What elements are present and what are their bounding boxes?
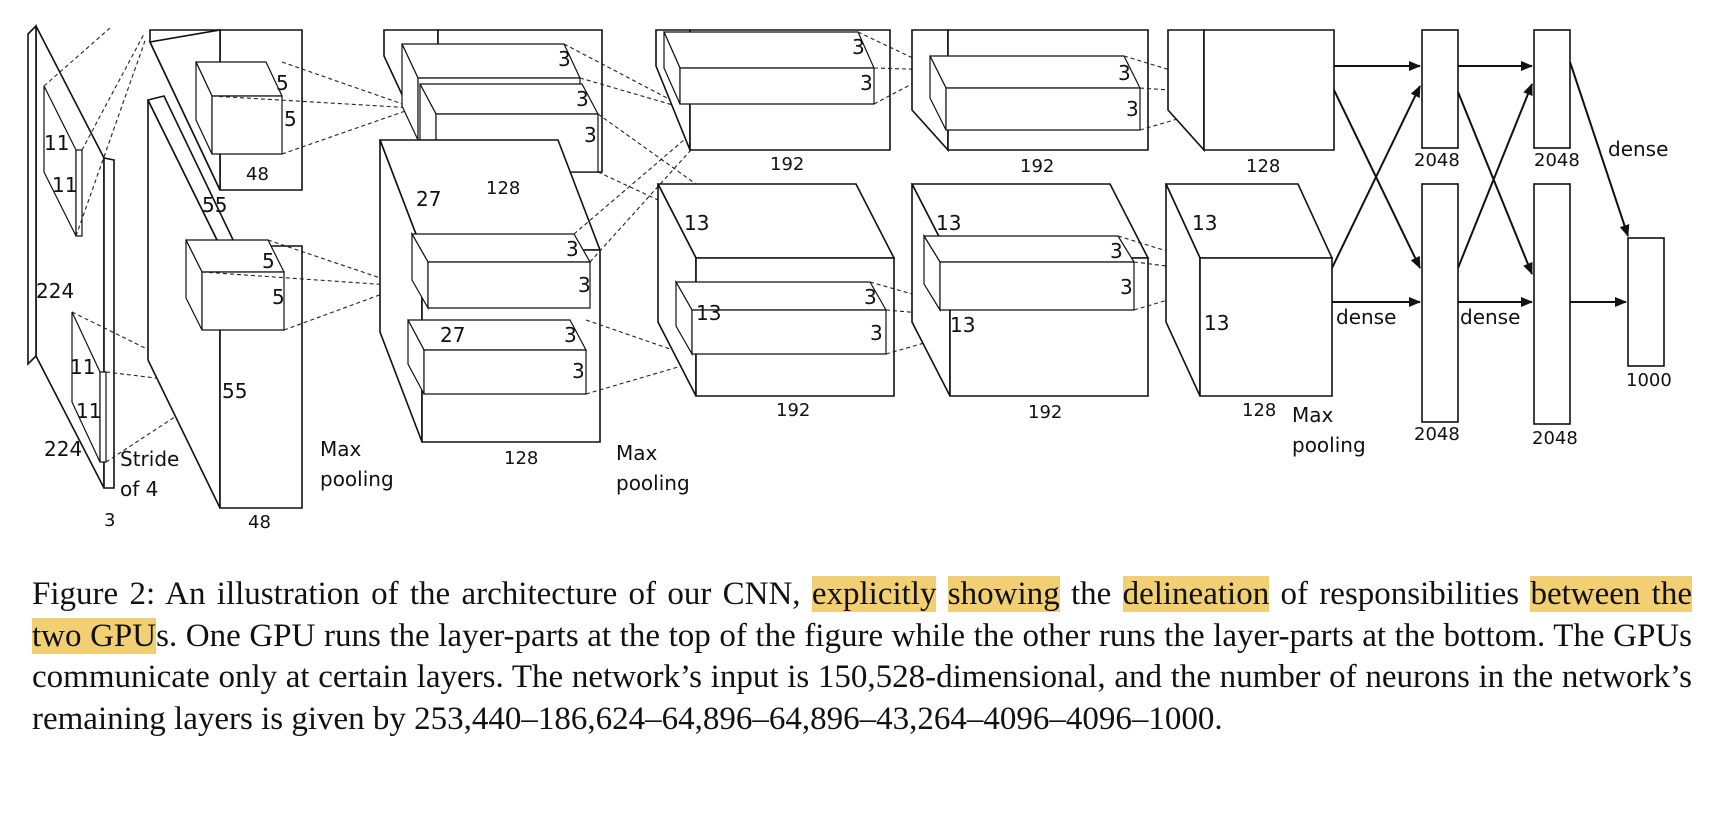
fc6-bottom-label: 2048 xyxy=(1414,424,1460,445)
conv2-bottom-depth: 128 xyxy=(504,448,538,469)
input-depth-label: 3 xyxy=(104,510,115,531)
input-kernel2-h-label: 11 xyxy=(70,355,95,379)
conv3-k1: 3 xyxy=(852,35,865,59)
caption-text-1: An illustration of the architecture of o… xyxy=(165,576,812,612)
fc6-bottom-block xyxy=(1421,183,1459,423)
fc7-bottom-label: 2048 xyxy=(1532,428,1578,449)
conv1-layer xyxy=(146,29,303,509)
conv1-top-kernel-b: 5 xyxy=(284,107,297,131)
conv2-layer xyxy=(378,29,603,443)
caption-text-5: s. One GPU runs the layer-parts at the t… xyxy=(32,617,1692,737)
conv5-top-depth: 128 xyxy=(1246,156,1280,177)
conv4-top-depth: 192 xyxy=(1020,156,1054,177)
conv2-k3: 3 xyxy=(584,123,597,147)
conv1-top-depth: 48 xyxy=(246,164,269,185)
conv5-layer xyxy=(1164,29,1335,397)
caption-text-4: of responsibilities xyxy=(1269,576,1531,612)
conv2-k1: 3 xyxy=(558,47,571,71)
conv1-bottom-kernel-a: 5 xyxy=(262,249,275,273)
input-kernel-h-label: 11 xyxy=(44,131,69,155)
conv5-bottom-depth: 128 xyxy=(1242,400,1276,421)
highlight-showing: showing xyxy=(947,576,1060,612)
pool3-label-line2: pooling xyxy=(1292,433,1366,457)
fc7-top-block xyxy=(1533,29,1571,149)
highlight-delineation: delineation xyxy=(1122,576,1270,612)
input-kernel2-w-label: 11 xyxy=(76,399,101,423)
conv1-top-kernel-a: 5 xyxy=(276,71,289,95)
pool1-label-line1: Max xyxy=(320,437,362,461)
dense-label-2: dense xyxy=(1460,305,1520,329)
conv2-size-bottom: 27 xyxy=(440,323,465,347)
input-kernel-w-label: 11 xyxy=(52,173,77,197)
conv3-size-bottom: 13 xyxy=(696,301,721,325)
conv5-size-top: 13 xyxy=(1192,211,1217,235)
conv3-top-depth: 192 xyxy=(770,154,804,175)
conv2-k6: 3 xyxy=(564,323,577,347)
conv3-k4: 3 xyxy=(870,321,883,345)
conv3-size-top: 13 xyxy=(684,211,709,235)
fc7-bottom-block xyxy=(1533,183,1571,425)
fc6-top-label: 2048 xyxy=(1414,150,1460,171)
conv2-k5: 3 xyxy=(578,273,591,297)
pool2-label-line1: Max xyxy=(616,441,658,465)
caption-text-3: the xyxy=(1059,576,1123,612)
conv3-k3: 3 xyxy=(864,285,877,309)
conv4-k2: 3 xyxy=(1126,97,1139,121)
pool3-label-line1: Max xyxy=(1292,403,1334,427)
output-block xyxy=(1627,237,1665,367)
conv1-bottom-depth: 48 xyxy=(248,512,271,533)
conv3-bottom-depth: 192 xyxy=(776,400,810,421)
conv2-size-top: 27 xyxy=(416,187,441,211)
fc6-top-block xyxy=(1421,29,1459,149)
dense-label-1: dense xyxy=(1336,305,1396,329)
fc-layers xyxy=(1421,29,1665,425)
conv2-k2: 3 xyxy=(576,87,589,111)
fc-arrows xyxy=(1331,61,1630,307)
stride-label-line1: Stride xyxy=(120,447,179,471)
input-width-label: 224 xyxy=(44,437,82,461)
dense-label-3: dense xyxy=(1608,137,1668,161)
figure-caption: Figure 2:An illustration of the architec… xyxy=(32,574,1693,740)
pool2-label-line2: pooling xyxy=(616,471,690,495)
conv5-size-bottom: 13 xyxy=(1204,311,1229,335)
conv4-k1: 3 xyxy=(1118,61,1131,85)
conv4-size-top: 13 xyxy=(936,211,961,235)
conv4-layer xyxy=(910,29,1150,397)
conv3-k2: 3 xyxy=(860,71,873,95)
output-label: 1000 xyxy=(1626,370,1672,391)
fc7-top-label: 2048 xyxy=(1534,150,1580,171)
caption-text-2 xyxy=(936,576,947,612)
conv1-size2-label: 55 xyxy=(222,379,247,403)
figure-label: Figure 2: xyxy=(32,576,156,612)
cnn-architecture-diagram: 11 11 224 11 11 224 Stride of 4 3 5 5 48… xyxy=(27,24,1672,533)
conv1-bottom-kernel-b: 5 xyxy=(272,285,285,309)
stride-label-line2: of 4 xyxy=(120,477,158,501)
conv4-k3: 3 xyxy=(1110,239,1123,263)
conv4-bottom-depth: 192 xyxy=(1028,402,1062,423)
highlight-explicitly: explicitly xyxy=(811,576,937,612)
input-height-label: 224 xyxy=(36,279,74,303)
conv2-k4: 3 xyxy=(566,237,579,261)
conv2-top-depth: 128 xyxy=(486,178,520,199)
conv1-size-label: 55 xyxy=(202,193,227,217)
conv4-k4: 3 xyxy=(1120,275,1133,299)
conv3-layer xyxy=(655,29,896,397)
conv4-size-bottom: 13 xyxy=(950,313,975,337)
conv2-k7: 3 xyxy=(572,359,585,383)
pool1-label-line2: pooling xyxy=(320,467,394,491)
